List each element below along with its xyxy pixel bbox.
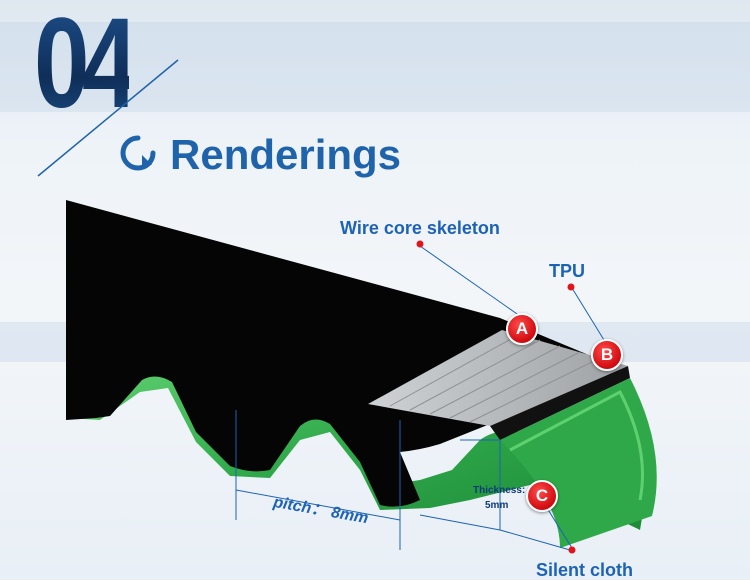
accent-line xyxy=(37,59,179,177)
leader-dots xyxy=(416,240,576,554)
wire-core-strands xyxy=(389,333,601,423)
tpu-label: TPU xyxy=(549,261,585,281)
thickness-dimension xyxy=(419,439,501,531)
marker-c: C xyxy=(526,480,558,512)
thickness-label: Thickness: xyxy=(473,485,526,496)
marker-a: A xyxy=(506,313,538,345)
pitch-dimension xyxy=(235,410,401,550)
thickness-value: 5mm xyxy=(485,500,509,511)
cloth-front-face xyxy=(500,378,657,548)
cloth-highlight xyxy=(509,389,644,501)
wire-core-label: Wire core skeleton xyxy=(340,218,500,238)
refresh-icon xyxy=(120,135,156,171)
leader-lines xyxy=(419,245,605,551)
silent-cloth-label: Silent cloth xyxy=(536,560,634,580)
tpu-edge xyxy=(490,366,630,440)
marker-b: B xyxy=(591,339,623,371)
belt-body xyxy=(66,200,620,507)
section-number: 04 xyxy=(34,0,137,135)
section-title: Renderings xyxy=(170,131,402,178)
background-band xyxy=(0,22,750,112)
